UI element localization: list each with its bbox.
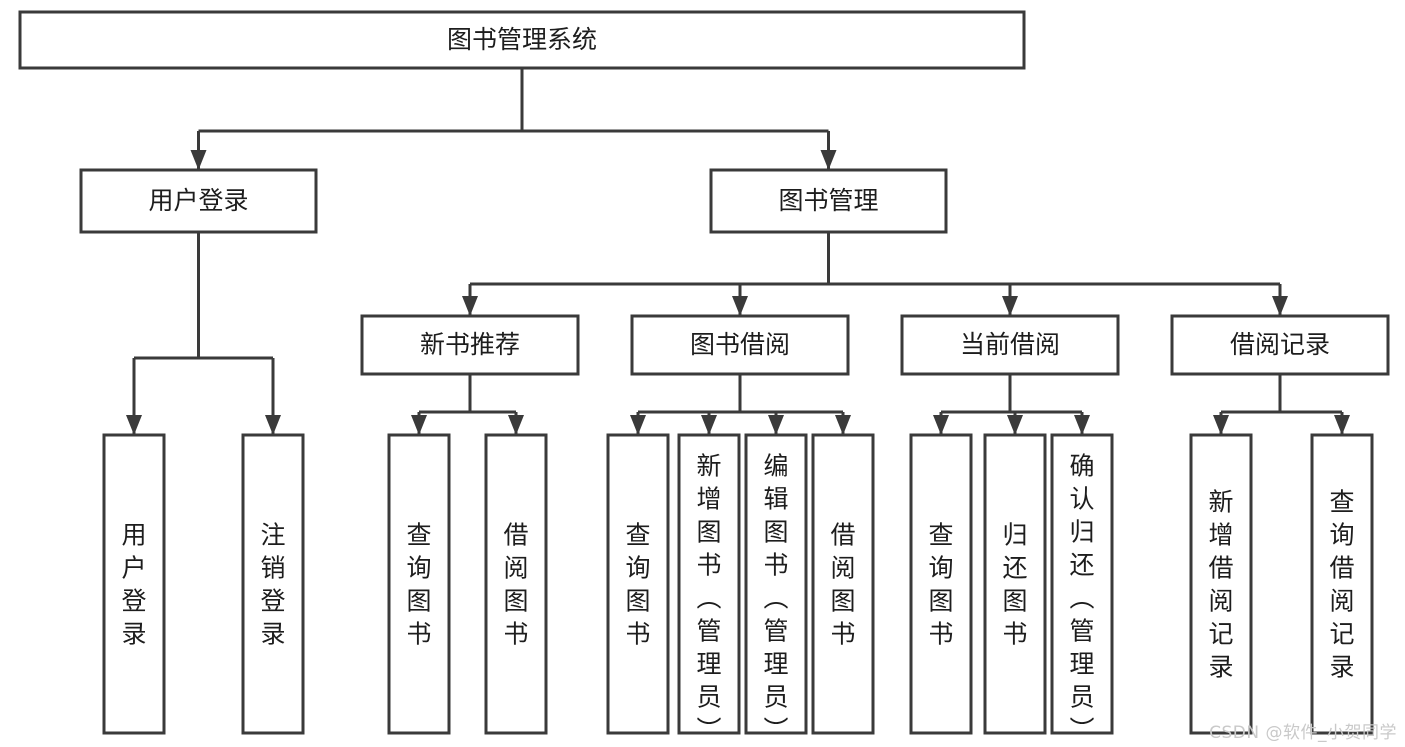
arrow-head-icon	[1334, 415, 1350, 435]
arrow-head-icon	[630, 415, 646, 435]
arrow-head-icon	[508, 415, 524, 435]
arrow-head-icon	[1074, 415, 1090, 435]
arrow-head-icon	[126, 415, 142, 435]
node-leaf-query-book-current[interactable]: 查询图书	[909, 433, 973, 735]
node-box-leaf-user-login	[102, 433, 166, 735]
node-label-book-borrow: 图书借阅	[690, 330, 790, 359]
node-box-borrow-record	[1170, 314, 1390, 376]
node-label-leaf-borrow-book: 借阅图书	[830, 521, 855, 649]
node-leaf-logout-login[interactable]: 注销登录	[241, 433, 305, 735]
node-box-current-borrow	[900, 314, 1120, 376]
node-label-root: 图书管理系统	[447, 25, 597, 54]
node-current-borrow[interactable]: 当前借阅	[900, 314, 1120, 376]
arrow-head-icon	[411, 415, 427, 435]
node-book-borrow[interactable]: 图书借阅	[630, 314, 850, 376]
node-label-leaf-add-book: 新增图书︵管理员︶	[696, 452, 721, 745]
node-box-leaf-confirm-return	[1050, 433, 1114, 735]
node-box-leaf-add-borrow-record	[1189, 433, 1253, 735]
node-label-leaf-borrow-book-recommend: 借阅图书	[503, 521, 528, 649]
node-leaf-query-book-borrow[interactable]: 查询图书	[606, 433, 670, 735]
node-layer: 图书管理系统用户登录图书管理新书推荐图书借阅当前借阅借阅记录用户登录注销登录查询…	[18, 10, 1390, 745]
node-box-root	[18, 10, 1026, 70]
node-leaf-query-book-recommend[interactable]: 查询图书	[387, 433, 451, 735]
node-leaf-add-borrow-record[interactable]: 新增借阅记录	[1189, 433, 1253, 735]
arrow-head-icon	[835, 415, 851, 435]
node-label-borrow-record: 借阅记录	[1230, 330, 1330, 359]
node-box-leaf-query-book-recommend	[387, 433, 451, 735]
node-label-leaf-query-book-recommend: 查询图书	[406, 521, 431, 649]
node-leaf-borrow-book-recommend[interactable]: 借阅图书	[484, 433, 548, 735]
node-label-leaf-query-book-borrow: 查询图书	[625, 521, 650, 649]
node-box-leaf-add-book	[677, 433, 741, 735]
node-label-leaf-query-book-current: 查询图书	[928, 521, 953, 649]
arrow-head-icon	[462, 296, 478, 316]
node-box-leaf-query-book-current	[909, 433, 973, 735]
connector-group-new-book-recommend	[411, 374, 524, 435]
node-box-user-login	[79, 168, 318, 234]
arrow-head-icon	[190, 150, 207, 170]
node-box-leaf-query-book-borrow	[606, 433, 670, 735]
connector-group-current-borrow	[933, 374, 1090, 435]
node-box-leaf-borrow-book-recommend	[484, 433, 548, 735]
node-label-leaf-user-login: 用户登录	[121, 521, 146, 649]
node-label-leaf-edit-book: 编辑图书︵管理员︶	[763, 452, 788, 745]
arrow-head-icon	[1213, 415, 1229, 435]
node-new-book-recommend[interactable]: 新书推荐	[360, 314, 580, 376]
connector-group-user-login	[126, 232, 281, 435]
arrow-head-icon	[1002, 296, 1018, 316]
node-leaf-confirm-return[interactable]: 确认归还︵管理员︶	[1050, 433, 1114, 745]
node-leaf-add-book[interactable]: 新增图书︵管理员︶	[677, 433, 741, 745]
node-box-leaf-edit-book	[744, 433, 808, 735]
node-label-leaf-confirm-return: 确认归还︵管理员︶	[1069, 452, 1094, 745]
node-box-leaf-return-book	[983, 433, 1047, 735]
arrow-head-icon	[701, 415, 717, 435]
arrow-head-icon	[1272, 296, 1288, 316]
arrow-head-icon	[1007, 415, 1023, 435]
connector-group-book-borrow	[630, 374, 851, 435]
arrow-head-icon	[768, 415, 784, 435]
connector-group-book-management	[462, 232, 1288, 316]
node-user-login[interactable]: 用户登录	[79, 168, 318, 234]
node-box-book-borrow	[630, 314, 850, 376]
node-leaf-borrow-book[interactable]: 借阅图书	[811, 433, 875, 735]
node-label-leaf-logout-login: 注销登录	[260, 521, 285, 649]
node-label-user-login: 用户登录	[148, 186, 248, 215]
node-box-leaf-logout-login	[241, 433, 305, 735]
node-label-leaf-add-borrow-record: 新增借阅记录	[1208, 488, 1233, 682]
arrow-head-icon	[820, 150, 837, 170]
connector-group-borrow-record	[1213, 374, 1350, 435]
connector-layer	[126, 68, 1350, 435]
node-leaf-return-book[interactable]: 归还图书	[983, 433, 1047, 735]
node-box-book-management	[709, 168, 948, 234]
node-label-book-management: 图书管理	[778, 186, 878, 215]
arrow-head-icon	[732, 296, 748, 316]
node-root[interactable]: 图书管理系统	[18, 10, 1026, 70]
node-leaf-query-borrow-record[interactable]: 查询借阅记录	[1310, 433, 1374, 735]
node-leaf-user-login[interactable]: 用户登录	[102, 433, 166, 735]
node-book-management[interactable]: 图书管理	[709, 168, 948, 234]
node-box-leaf-query-borrow-record	[1310, 433, 1374, 735]
arrow-head-icon	[265, 415, 281, 435]
csdn-watermark: CSDN @软件_小贺同学	[1209, 723, 1397, 743]
arrow-head-icon	[933, 415, 949, 435]
node-label-leaf-return-book: 归还图书	[1002, 521, 1027, 649]
node-label-leaf-query-borrow-record: 查询借阅记录	[1329, 488, 1354, 682]
node-box-leaf-borrow-book	[811, 433, 875, 735]
node-leaf-edit-book[interactable]: 编辑图书︵管理员︶	[744, 433, 808, 745]
node-label-current-borrow: 当前借阅	[960, 330, 1060, 359]
connector-group-root	[190, 68, 837, 170]
node-borrow-record[interactable]: 借阅记录	[1170, 314, 1390, 376]
node-label-new-book-recommend: 新书推荐	[420, 330, 520, 359]
node-box-new-book-recommend	[360, 314, 580, 376]
